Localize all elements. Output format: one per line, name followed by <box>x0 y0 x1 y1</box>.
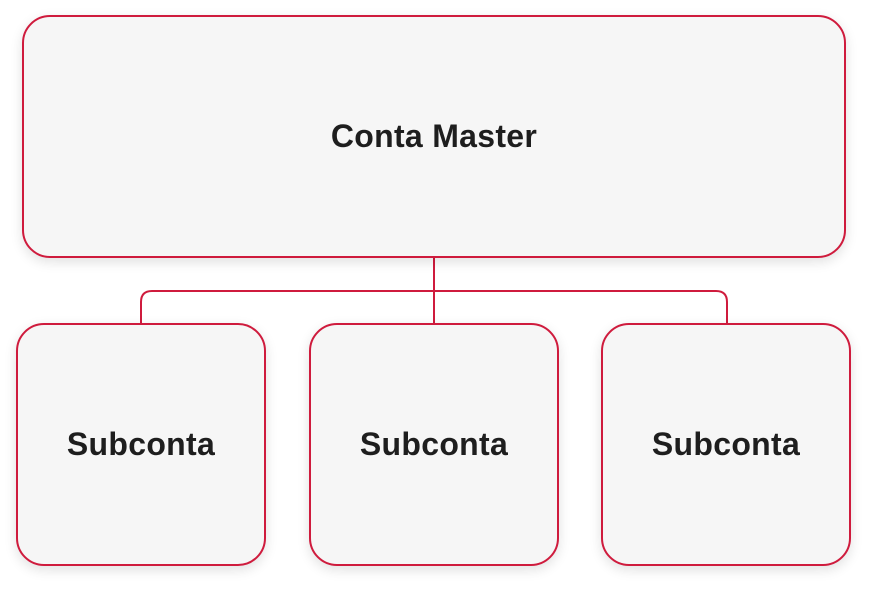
subaccount-label-1: Subconta <box>66 426 216 462</box>
subaccount-label-2: Subconta <box>359 426 509 462</box>
master-account-box: Conta Master <box>22 15 846 258</box>
connector-branch-bar <box>140 290 728 324</box>
subaccount-label-3: Subconta <box>651 426 801 462</box>
subaccount-box-3: Subconta <box>601 323 851 566</box>
subaccount-box-2: Subconta <box>309 323 559 566</box>
subaccount-box-1: Subconta <box>16 323 266 566</box>
master-account-label: Conta Master <box>330 118 538 154</box>
